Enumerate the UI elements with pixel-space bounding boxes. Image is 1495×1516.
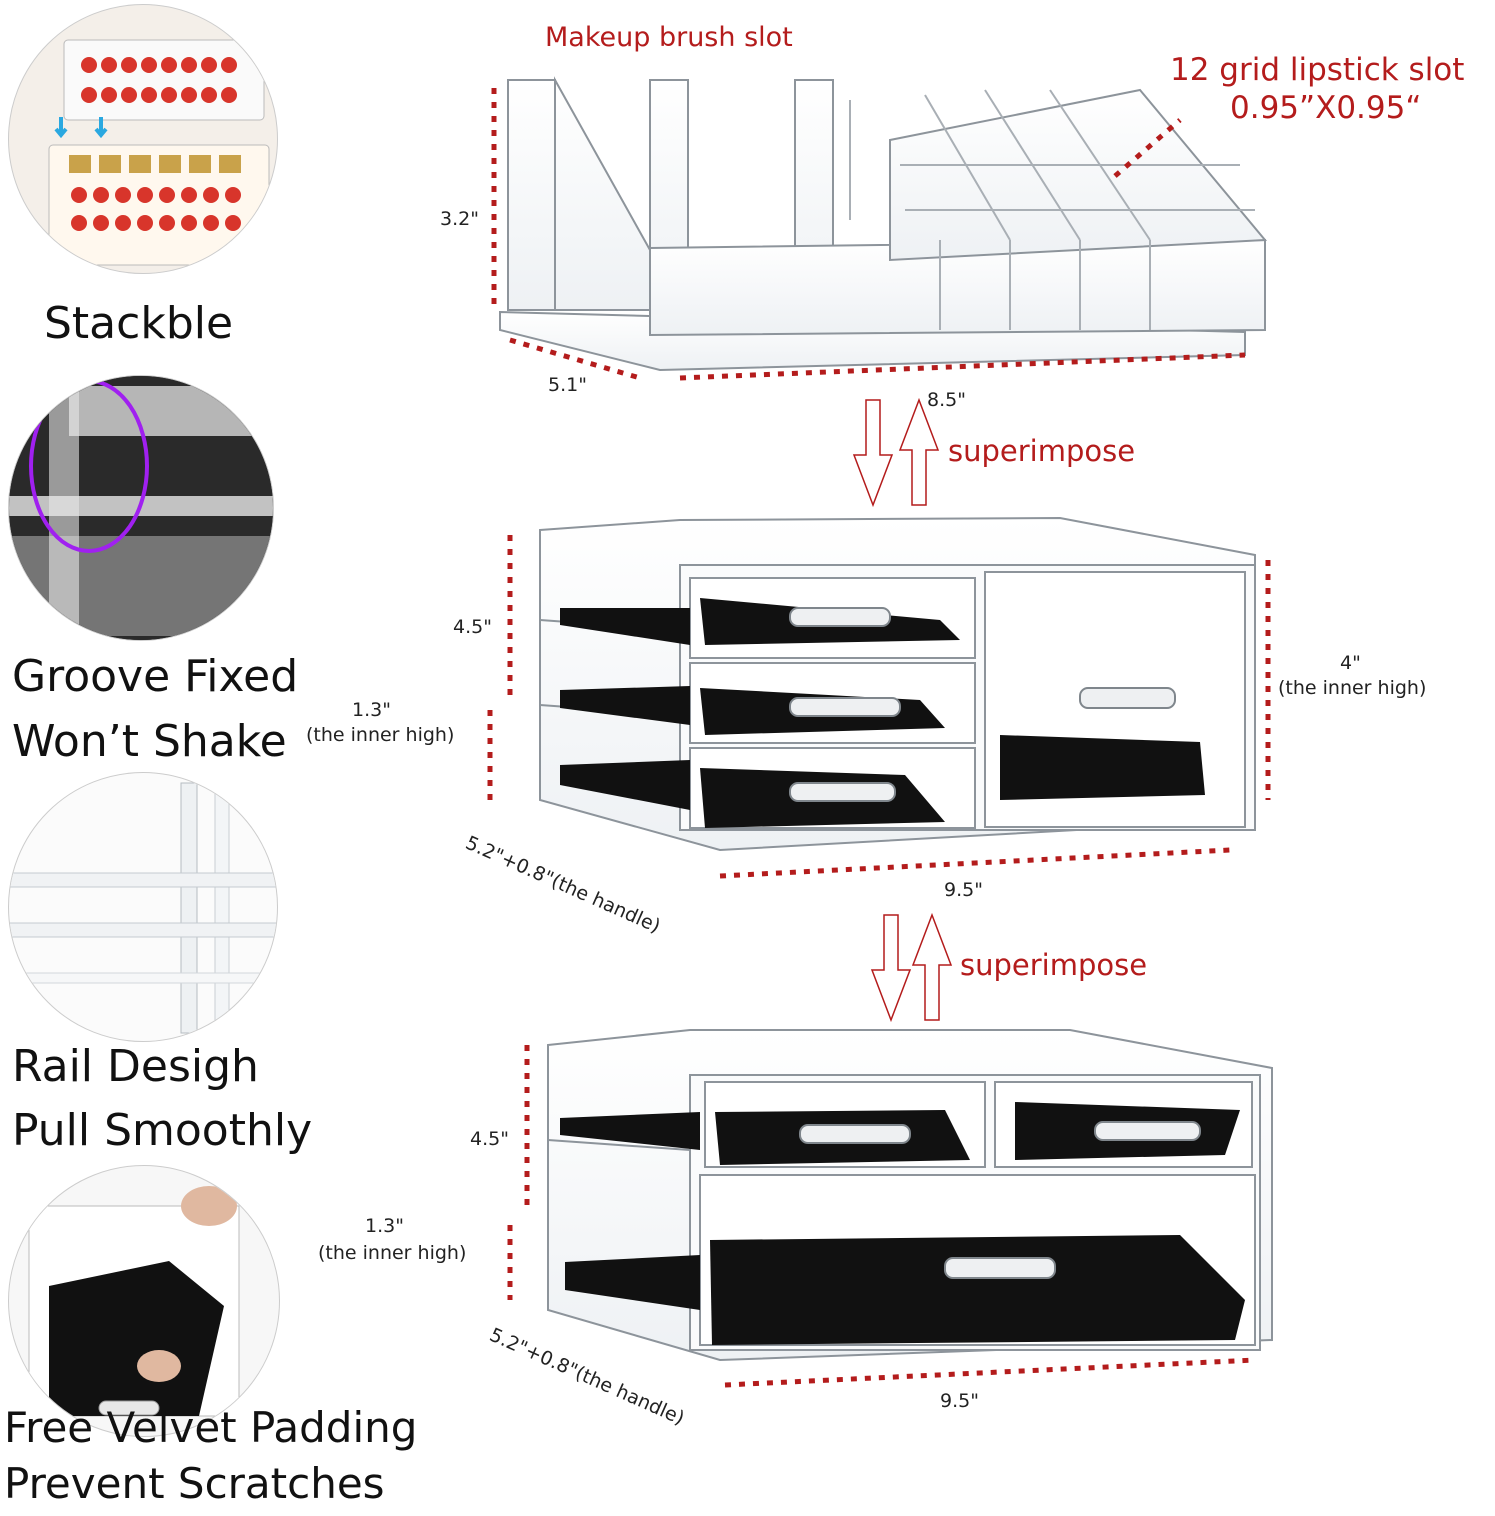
- stackable-photo: [8, 4, 278, 274]
- rail-closeup-illustration: [9, 782, 277, 1034]
- top-tray-width: 8.5": [927, 389, 966, 411]
- middle-inner-small-value: 1.3": [352, 699, 391, 721]
- superimpose-label-1: superimpose: [948, 434, 1136, 468]
- feature-label-rail-line1: Rail Desigh: [12, 1041, 259, 1092]
- lipstick-slot-size: 0.95”X0.95“: [1230, 90, 1422, 126]
- middle-handles: [789, 607, 1176, 802]
- middle-inner-large-note: (the inner high): [1278, 677, 1427, 699]
- feature-label-groove-line2: Won’t Shake: [12, 716, 287, 767]
- lipstick-slot-label: 12 grid lipstick slot: [1170, 52, 1465, 88]
- superimpose-arrows-2: [870, 912, 953, 1023]
- velvet-photo: [8, 1165, 280, 1437]
- groove-photo: [8, 375, 274, 641]
- top-tray-depth: 5.1": [548, 374, 587, 396]
- feature-label-stackable: Stackble: [44, 298, 234, 349]
- superimpose-arrows-1: [852, 397, 940, 508]
- superimpose-label-2: superimpose: [960, 948, 1148, 982]
- middle-unit-height: 4.5": [453, 616, 492, 638]
- stacked-lipstick-drawers-illustration: [48, 39, 270, 266]
- feature-label-groove-line1: Groove Fixed: [12, 651, 299, 702]
- groove-closeup-illustration: [9, 376, 273, 640]
- bottom-handles: [799, 1121, 1201, 1279]
- top-tray-dimension-lines: [491, 88, 1246, 381]
- feature-label-rail-line2: Pull Smoothly: [12, 1105, 313, 1156]
- middle-inner-large-value: 4": [1340, 652, 1361, 674]
- bottom-inner-small-value: 1.3": [365, 1215, 404, 1237]
- middle-unit-width: 9.5": [944, 879, 983, 901]
- bottom-inner-small-note: (the inner high): [318, 1242, 467, 1264]
- bottom-unit-height: 4.5": [470, 1128, 509, 1150]
- bottom-unit-width: 9.5": [940, 1390, 979, 1412]
- velvet-padding-illustration: [28, 1186, 240, 1417]
- groove-highlight-ring: [29, 379, 149, 553]
- top-tray: [499, 76, 1268, 372]
- bottom-dimension-lines: [507, 1045, 1256, 1388]
- middle-dimension-lines: [487, 535, 1271, 879]
- top-tray-height: 3.2": [440, 208, 479, 230]
- brush-slot-label: Makeup brush slot: [545, 22, 793, 53]
- feature-label-velvet-line1: Free Velvet Padding: [4, 1403, 418, 1452]
- rail-photo: [8, 772, 278, 1042]
- middle-inner-small-note: (the inner high): [306, 724, 455, 746]
